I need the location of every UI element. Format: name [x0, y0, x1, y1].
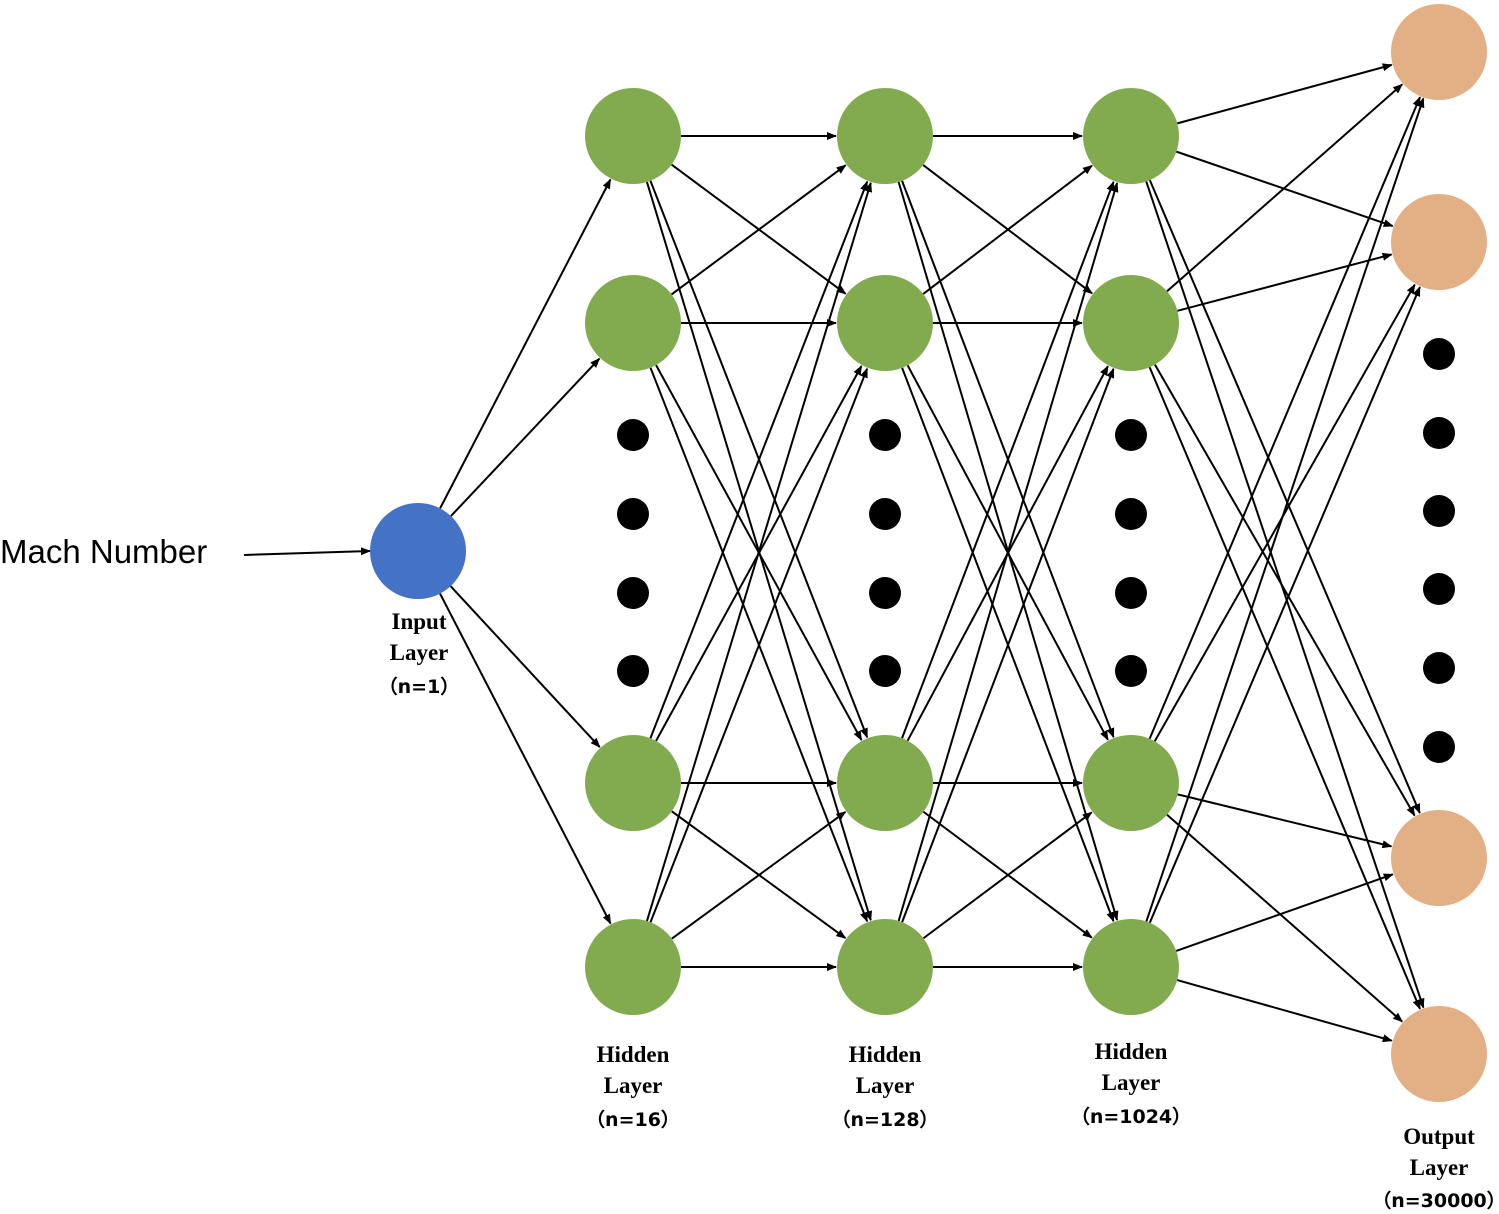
layer-count: （n=128）	[831, 1108, 938, 1131]
ellipsis-dot-3-4	[1423, 652, 1455, 684]
input-arrow	[243, 547, 371, 556]
edge-l1-n1-to-n0	[670, 164, 847, 296]
output-node-4-3	[1391, 1006, 1487, 1102]
layer-title: Output	[1403, 1124, 1475, 1149]
ellipsis-dot-3-1	[1423, 417, 1455, 449]
ellipsis-dot-1-2	[869, 577, 901, 609]
edge-l1-n3-to-n0	[645, 181, 872, 922]
layer-count: （n=30000）	[1372, 1189, 1499, 1212]
edge-l3-n3-to-n0	[1145, 97, 1425, 922]
output-node-4-1	[1391, 194, 1487, 290]
edge-l3-n1-to-n1	[1177, 252, 1393, 312]
ellipsis-dot-2-3	[1115, 655, 1147, 687]
edge-l3-n0-to-n3	[1145, 181, 1425, 1009]
ellipsis-dot-2-2	[1115, 577, 1147, 609]
edge-l1-n3-to-n1	[649, 367, 869, 923]
input-feature-label: Mach Number	[0, 533, 207, 570]
layer-title: Input	[392, 609, 447, 634]
edge-l1-n2-to-n0	[649, 180, 869, 739]
input-layer-label: Input Layer （n=1）	[379, 609, 460, 698]
ellipsis-dot-3-3	[1423, 573, 1455, 605]
layer-title: Hidden	[597, 1042, 670, 1067]
ellipsis-dot-1-1	[869, 498, 901, 530]
hidden-node-2-3	[837, 919, 933, 1015]
edge-l3-n2-to-n2	[1177, 793, 1393, 849]
hidden-node-1-1	[585, 275, 681, 371]
ellipsis-dot-0-3	[617, 655, 649, 687]
neurons	[370, 4, 1487, 1102]
hidden-node-2-0	[837, 88, 933, 184]
ellipsis-dot-0-1	[617, 498, 649, 530]
ellipsis-dot-3-5	[1423, 731, 1455, 763]
edge-l3-n0-to-n2	[1148, 179, 1421, 814]
output-node-4-2	[1391, 810, 1487, 906]
output-node-4-0	[1391, 4, 1487, 100]
hidden-node-2-2	[837, 735, 933, 831]
hidden-node-2-1	[837, 275, 933, 371]
layer-count: （n=1024）	[1071, 1105, 1191, 1128]
hidden-node-1-3	[585, 919, 681, 1015]
layer-count: （n=16）	[586, 1108, 680, 1131]
hidden-node-3-0	[1083, 88, 1179, 184]
hidden-layer-3-label: Hidden Layer （n=1024）	[1071, 1039, 1191, 1128]
layer-title-2: Layer	[604, 1073, 663, 1098]
edge-l3-n3-to-n3	[1176, 979, 1393, 1043]
ellipsis-dot-3-2	[1423, 495, 1455, 527]
edge-l3-n1-to-n2	[1154, 364, 1416, 817]
layer-count: （n=1）	[379, 675, 460, 698]
edge-l2-n1-to-n0	[922, 164, 1093, 295]
hidden-layer-1-label: Hidden Layer （n=16）	[586, 1042, 680, 1131]
layer-title: Hidden	[849, 1042, 922, 1067]
edge-l0-n0-to-n0	[439, 178, 612, 509]
layer-title: Hidden	[1095, 1039, 1168, 1064]
edge-l3-n2-to-n0	[1148, 96, 1421, 740]
edge-l0-n0-to-n2	[449, 585, 601, 748]
ellipsis-dot-0-2	[617, 577, 649, 609]
edge-l3-n2-to-n3	[1166, 813, 1403, 1023]
ellipsis-dot-2-1	[1115, 498, 1147, 530]
ellipsis-dot-0-0	[617, 419, 649, 451]
edge-l3-n3-to-n2	[1175, 873, 1394, 952]
ellipsis-dot-1-0	[869, 419, 901, 451]
ellipsis-dot-3-0	[1423, 338, 1455, 370]
hidden-node-3-2	[1083, 735, 1179, 831]
ellipsis-dots	[617, 338, 1455, 763]
output-layer-label: Output Layer （n=30000）	[1372, 1124, 1499, 1212]
hidden-layer-2-label: Hidden Layer （n=128）	[831, 1042, 938, 1131]
edge-l3-n1-to-n3	[1148, 366, 1421, 1010]
layer-title-2: Layer	[390, 640, 449, 665]
ellipsis-dot-2-0	[1115, 419, 1147, 451]
hidden-node-3-1	[1083, 275, 1179, 371]
layer-title-2: Layer	[1102, 1070, 1161, 1095]
hidden-node-1-2	[585, 735, 681, 831]
hidden-node-1-0	[585, 88, 681, 184]
hidden-node-3-3	[1083, 919, 1179, 1015]
edge-l0-n0-to-n3	[439, 593, 612, 925]
edge-l1-n3-to-n2	[671, 811, 847, 940]
edge-l3-n0-to-n0	[1177, 63, 1393, 125]
ellipsis-dot-1-3	[869, 655, 901, 687]
connections	[243, 63, 1425, 1043]
edge-l3-n3-to-n1	[1148, 286, 1421, 924]
edge-l2-n3-to-n1	[901, 367, 1115, 923]
layer-title-2: Layer	[856, 1073, 915, 1098]
edge-l2-n2-to-n0	[901, 180, 1115, 739]
input-node-0-0	[370, 503, 466, 599]
layer-title-2: Layer	[1410, 1155, 1469, 1180]
edge-l2-n3-to-n2	[922, 811, 1093, 940]
edge-l2-n3-to-n0	[897, 182, 1119, 922]
edge-l0-n0-to-n1	[450, 357, 601, 517]
edge-l3-n1-to-n0	[1166, 83, 1403, 293]
